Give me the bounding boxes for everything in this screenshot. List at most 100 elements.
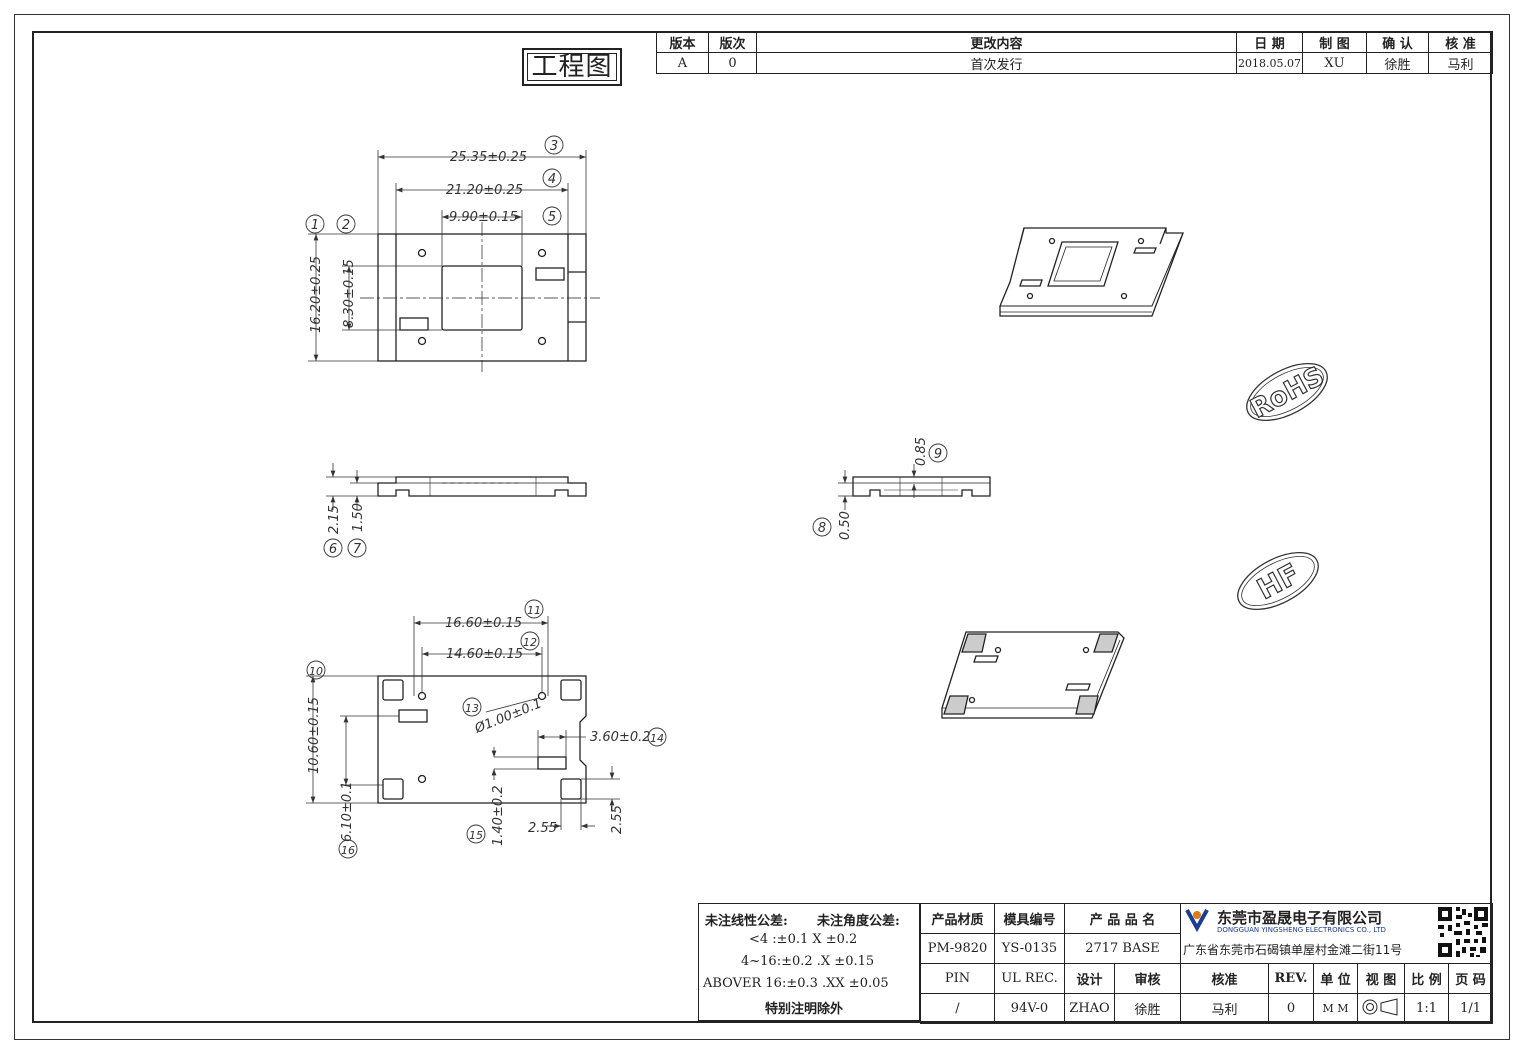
page-value: 1/1 — [1448, 993, 1494, 1024]
dim-slot-width: 3.60±0.2 — [590, 730, 651, 745]
end-view — [852, 476, 991, 497]
design-label: 设计 — [1064, 963, 1115, 994]
tolerance-line-3: ABOVER 16:±0.3 .XX ±0.05 — [703, 976, 889, 991]
balloon-1: 1 — [305, 214, 325, 234]
qr-code-icon — [1436, 905, 1491, 959]
balloon-15: 15 — [466, 824, 486, 844]
ul-label: UL REC. — [994, 963, 1065, 994]
projection-symbol-icon — [1357, 993, 1406, 1024]
balloon-16: 16 — [338, 839, 358, 859]
rohs-text: RoHS — [1246, 361, 1329, 424]
svg-text:8: 8 — [818, 521, 826, 536]
view-label: 视 图 — [1357, 963, 1406, 994]
unit-label: 单 位 — [1313, 963, 1359, 994]
isometric-top-view — [999, 227, 1184, 317]
dim-height-overall: 16.20±0.25 — [309, 256, 324, 333]
hf-mark: HF — [1237, 551, 1319, 611]
design-value: ZHAO — [1064, 993, 1115, 1024]
svg-text:14: 14 — [650, 732, 664, 745]
top-view — [360, 222, 600, 372]
hf-text: HF — [1252, 557, 1305, 606]
tolerance-note: 特别注明除外 — [765, 1002, 844, 1017]
review-value: 徐胜 — [1113, 993, 1182, 1024]
svg-text:16: 16 — [341, 844, 355, 857]
scale-label: 比 例 — [1404, 963, 1450, 994]
balloon-6: 6 — [323, 538, 343, 558]
dim-total-thickness: 2.15 — [327, 505, 342, 534]
svg-text:6: 6 — [329, 542, 337, 557]
rev-header-approve: 核 准 — [1428, 31, 1493, 53]
dim-pad-height: 2.55 — [610, 805, 625, 834]
revision-table: 版本 版次 更改内容 日 期 制 图 确 认 核 准 A 0 首次发行 2018… — [656, 31, 1493, 74]
approve-label: 核准 — [1180, 963, 1270, 994]
tolerance-line-2: 4~16:±0.2 .X ±0.15 — [741, 954, 875, 969]
top-view-dims — [308, 150, 587, 362]
tolerance-linear-label: 未注线性公差: — [705, 914, 788, 929]
scale-value: 1:1 — [1404, 993, 1450, 1024]
balloon-11: 11 — [524, 599, 544, 619]
material-label: 产品材质 — [920, 903, 995, 934]
svg-text:11: 11 — [527, 604, 541, 617]
drawing-title: 工程图 — [522, 48, 622, 86]
svg-text:15: 15 — [469, 829, 483, 842]
rev-cell-date: 2018.05.07 — [1236, 52, 1303, 74]
balloon-2: 2 — [336, 214, 356, 234]
rev-label: REV. — [1268, 963, 1315, 994]
balloon-7: 7 — [347, 538, 367, 558]
tolerance-angular-label: 未注角度公差: — [817, 914, 900, 929]
rev-cell-version: A — [656, 52, 709, 74]
dim-slot-height: 1.40±0.2 — [491, 785, 506, 846]
product-value: 2717 BASE — [1063, 933, 1182, 964]
balloon-5: 5 — [542, 206, 562, 226]
unit-value: M M — [1313, 993, 1359, 1024]
balloon-14: 14 — [647, 727, 667, 747]
rev-cell-approve: 马利 — [1428, 52, 1493, 74]
svg-text:5: 5 — [548, 210, 556, 225]
side-view — [377, 476, 587, 497]
company-cell: 东莞市盈晟电子有限公司 DONGGUAN YINGSHENG ELECTRONI… — [1180, 903, 1494, 964]
rev-header-version: 版本 — [656, 31, 709, 53]
company-name-en: DONGGUAN YINGSHENG ELECTRONICS CO., LTD — [1217, 926, 1386, 934]
material-value: PM-9820 — [920, 933, 995, 964]
dim-bottom-height: 10.60±0.15 — [307, 697, 322, 774]
dim-bottom-pitch-outer: 16.60±0.15 — [445, 616, 522, 631]
outer-frame — [14, 14, 1510, 1040]
dim-bottom-pitch-inner: 14.60±0.15 — [446, 647, 523, 662]
rev-cell-confirm: 徐胜 — [1366, 52, 1429, 74]
company-logo-icon — [1183, 906, 1213, 934]
title-block: 产品材质 模具编号 产 品 品 名 东莞市盈晟电子有限公司 DONGGUAN Y… — [920, 903, 1494, 1024]
dim-width-inner: 21.20±0.25 — [446, 183, 523, 198]
svg-text:12: 12 — [523, 636, 537, 649]
pin-value: / — [920, 993, 995, 1024]
balloon-13: 13 — [462, 697, 482, 717]
svg-text:2: 2 — [342, 218, 350, 233]
approve-value: 马利 — [1180, 993, 1270, 1024]
pin-label: PIN — [920, 963, 995, 994]
svg-text:4: 4 — [548, 172, 556, 187]
tolerance-line-1: <4 :±0.1 X ±0.2 — [749, 932, 858, 947]
company-address: 广东省东莞市石碣镇单屋村金滩二街11号 — [1183, 943, 1403, 957]
rev-header-change: 更改内容 — [756, 31, 1237, 53]
balloon-12: 12 — [520, 631, 540, 651]
dim-width-overall: 25.35±0.25 — [450, 150, 527, 165]
ul-value: 94V-0 — [994, 993, 1065, 1024]
rev-value: 0 — [1268, 993, 1315, 1024]
balloon-9: 9 — [928, 443, 948, 463]
dim-pad-width: 2.55 — [528, 821, 557, 836]
svg-text:7: 7 — [353, 542, 362, 557]
company-name-cn: 东莞市盈晟电子有限公司 — [1217, 909, 1383, 927]
tolerance-block: 未注线性公差: 未注角度公差: <4 :±0.1 X ±0.2 4~16:±0.… — [698, 903, 920, 1021]
svg-text:1: 1 — [311, 218, 319, 233]
balloons: 1 2 3 4 5 6 7 8 9 10 11 12 13 14 15 16 — [305, 135, 948, 859]
rev-header-drawn: 制 图 — [1302, 31, 1367, 53]
product-label: 产 品 品 名 — [1063, 903, 1182, 934]
balloon-10: 10 — [306, 660, 326, 680]
dim-base-thickness: 1.50 — [351, 503, 366, 532]
rev-cell-change: 首次发行 — [756, 52, 1237, 74]
bottom-view — [377, 675, 587, 804]
balloon-8: 8 — [812, 517, 832, 537]
mold-label: 模具编号 — [994, 903, 1065, 934]
balloon-4: 4 — [542, 168, 562, 188]
mold-value: YS-0135 — [994, 933, 1065, 964]
dim-window-height: 8.30±0.15 — [342, 259, 357, 328]
